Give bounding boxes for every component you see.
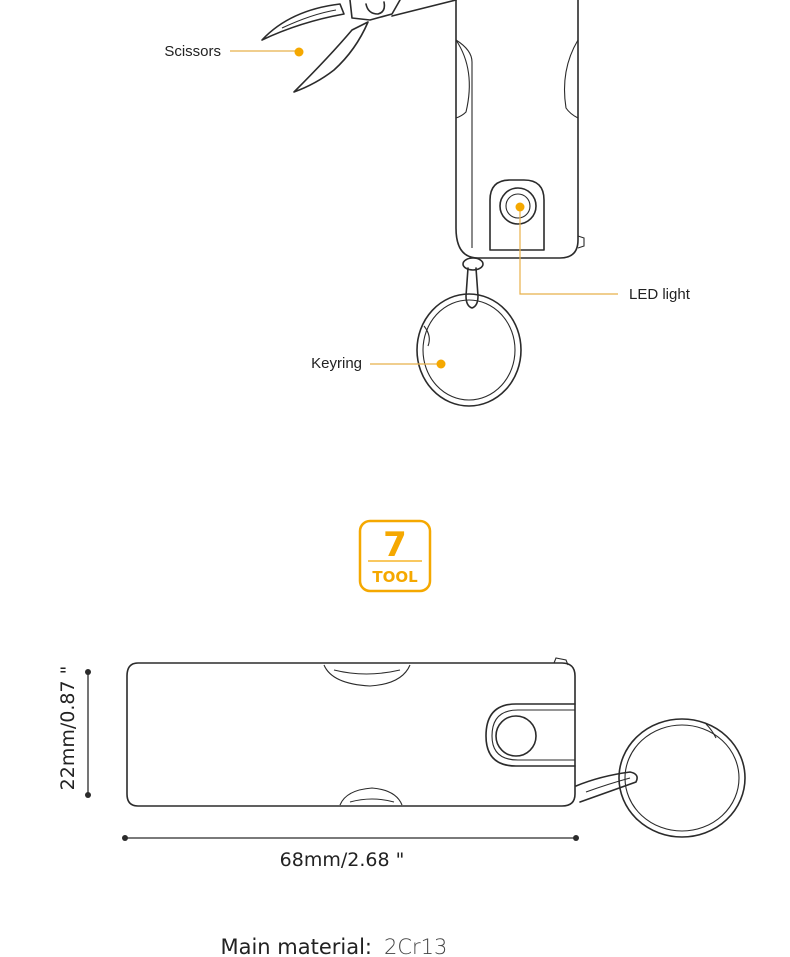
led-leader-line	[519, 207, 618, 295]
height-dimension-label: 22mm/0.87 "	[57, 666, 79, 791]
closed-body-end-step	[553, 657, 569, 666]
closed-led-lens	[495, 715, 537, 757]
length-dimension-end-left	[122, 835, 128, 841]
badge-text: TOOL	[372, 568, 418, 586]
tool-count-badge: 7 TOOL	[358, 519, 432, 593]
tool-body-inner-line	[455, 39, 473, 248]
height-dimension-end-bottom	[85, 792, 91, 798]
closed-keyring-link	[575, 771, 638, 803]
keyring-split-gap	[423, 325, 430, 347]
callout-keyring: Keyring	[311, 355, 446, 372]
tool-body-outline	[455, 0, 579, 259]
length-dimension-label: 68mm/2.68 "	[280, 849, 405, 871]
scissors-handle	[349, 0, 401, 21]
length-dimension-end-right	[573, 835, 579, 841]
scissors-blade-upper	[261, 3, 345, 41]
scissors-blade-upper-inner	[281, 9, 337, 29]
closed-led-housing	[485, 703, 576, 767]
closed-keyring-outer	[618, 718, 746, 838]
keyring-shank	[465, 267, 479, 309]
open-tool-illustration	[261, 0, 585, 407]
closed-body-bottom-notch	[339, 787, 403, 806]
scissors-pivot	[365, 1, 386, 15]
scissors-spring	[391, 0, 457, 17]
led-lens-inner	[505, 193, 531, 219]
material-label: Main material:	[220, 935, 372, 957]
tool-body-step	[577, 235, 585, 249]
keyring-inner	[422, 299, 516, 401]
led-lens-outer	[499, 187, 537, 225]
led-callout-dot	[515, 202, 525, 212]
closed-body-top-notch-inner	[333, 669, 401, 675]
badge-frame	[358, 519, 432, 593]
badge-number: 7	[383, 525, 407, 565]
scissors-blade-lower	[293, 21, 369, 93]
scissors-callout-dot	[294, 47, 304, 57]
callout-scissors: Scissors	[164, 43, 304, 60]
closed-keyring-gap	[705, 723, 717, 739]
keyring-label: Keyring	[311, 355, 362, 372]
closed-led-housing-inner	[491, 709, 575, 761]
led-housing	[489, 179, 545, 251]
closed-keyring-link-inner	[585, 777, 631, 793]
scissors-label: Scissors	[164, 43, 221, 60]
length-dimension: 68mm/2.68 "	[122, 835, 579, 871]
material-line: Main material: 2Cr13	[220, 935, 447, 957]
height-dimension-end-top	[85, 669, 91, 675]
tool-body-side-bump-right	[563, 39, 579, 119]
keyring-outer	[416, 293, 522, 407]
led-label: LED light	[629, 286, 691, 303]
keyring-link-small	[462, 257, 484, 271]
closed-body-top-notch	[323, 664, 411, 687]
closed-keyring-inner	[624, 724, 740, 832]
closed-body-outline	[126, 662, 576, 807]
tool-body-side-bump-left	[455, 39, 470, 119]
material-value: 2Cr13	[384, 935, 447, 957]
closed-tool-illustration	[126, 657, 746, 838]
callout-led: LED light	[515, 202, 691, 303]
keyring-callout-dot	[436, 359, 446, 369]
height-dimension: 22mm/0.87 "	[57, 666, 91, 798]
closed-body-bottom-notch-inner	[349, 798, 395, 803]
